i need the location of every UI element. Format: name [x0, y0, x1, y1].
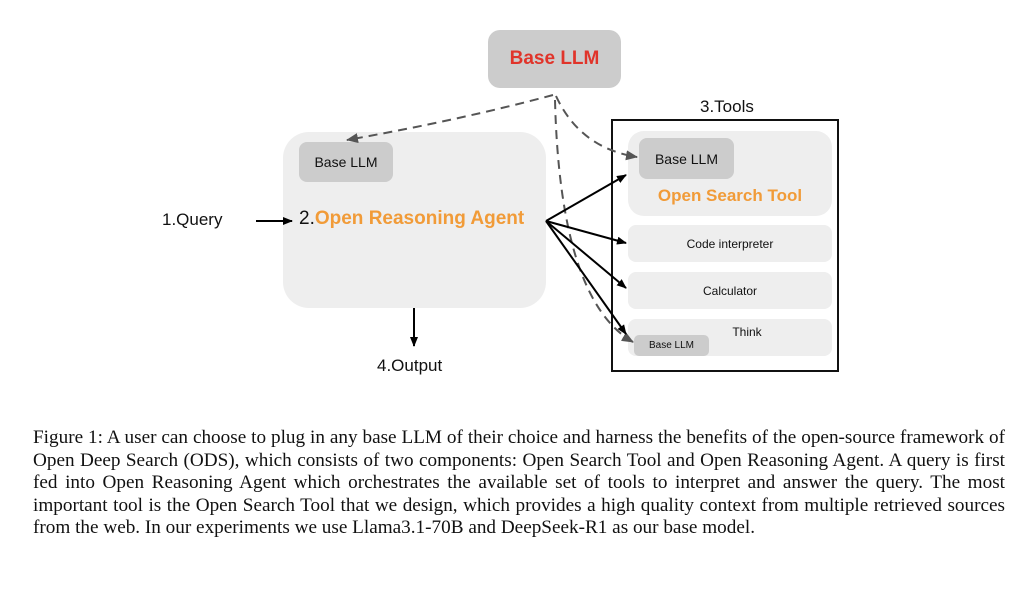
agent-base-llm-label: Base LLM [314, 154, 378, 170]
open-search-tool-base-llm-label: Base LLM [654, 150, 719, 167]
agent-base-llm-box: Base LLM [299, 142, 393, 182]
tool-think-label: Think [732, 325, 762, 339]
tools-heading: 3.Tools [700, 97, 754, 116]
caption-text: Figure 1: A user can choose to plug in a… [33, 427, 1005, 539]
base-llm-top-box: Base LLM [488, 30, 621, 88]
agent-step-number: 2. [299, 208, 315, 229]
tool-calculator-label: Calculator [702, 283, 758, 298]
base-llm-top-label: Base LLM [509, 48, 600, 69]
think-base-llm-box: Base LLM [634, 335, 709, 356]
agent-title: 2.Open Reasoning Agent [299, 208, 524, 230]
tool-code-interpreter: Code interpreter [628, 225, 832, 262]
figure-caption: Figure 1: A user can choose to plug in a… [33, 427, 1005, 540]
output-label: 4.Output [377, 356, 443, 375]
tool-calculator: Calculator [628, 272, 832, 309]
figure-diagram: Base LLM Base LLM 2.Open Reasoning Agent… [162, 30, 839, 375]
open-search-tool-base-llm-box: Base LLM [639, 138, 734, 179]
query-label: 1.Query [162, 210, 223, 229]
agent-title-text: Open Reasoning Agent [314, 208, 525, 229]
open-search-tool-title: Open Search Tool [657, 186, 803, 205]
think-base-llm-label: Base LLM [648, 340, 695, 351]
tool-code-interpreter-label: Code interpreter [686, 236, 774, 251]
